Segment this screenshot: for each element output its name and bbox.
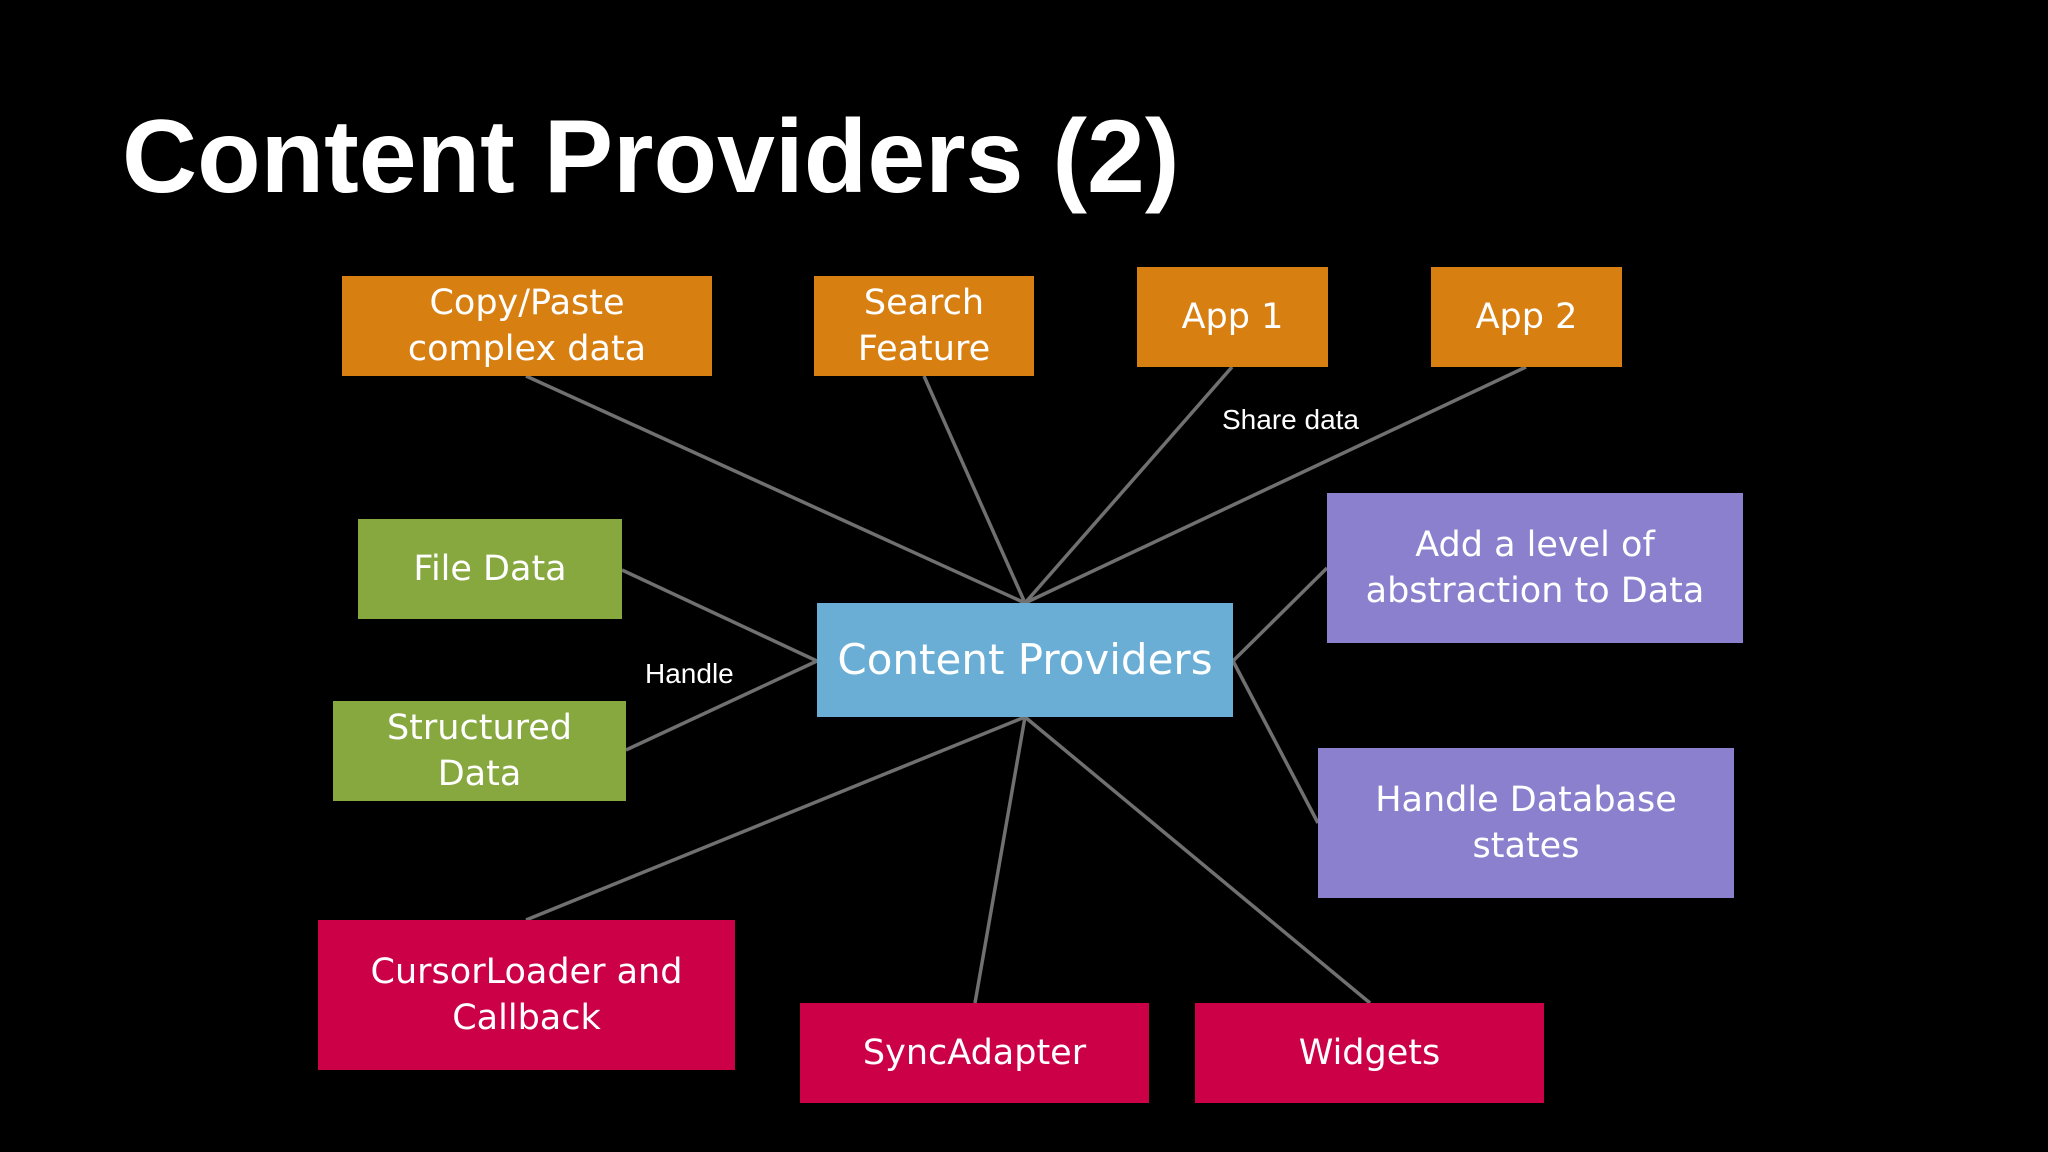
db-states-node: Handle Database states <box>1318 748 1734 898</box>
connector-search <box>922 375 1027 604</box>
connector-cursorloader <box>525 715 1026 922</box>
search-feature-node: Search Feature <box>814 276 1034 376</box>
copy-paste-node: Copy/Paste complex data <box>342 276 712 376</box>
connector-copy-paste <box>525 374 1026 605</box>
search-feature-label: Search Feature <box>857 282 991 369</box>
handle-label: Handle <box>645 658 734 689</box>
app2-label: App 2 <box>1475 296 1578 337</box>
connector-syncadapter <box>973 716 1027 1004</box>
structured-data-label: Structured Data <box>386 707 573 794</box>
connector-db-states <box>1231 660 1320 824</box>
file-data-label: File Data <box>413 548 567 589</box>
widgets-node: Widgets <box>1195 1003 1544 1103</box>
widgets-label: Widgets <box>1298 1032 1441 1073</box>
content-providers-node: Content Providers <box>817 603 1233 717</box>
db-states-label: Handle Database states <box>1375 779 1677 866</box>
cursorloader-label: CursorLoader and Callback <box>370 951 683 1038</box>
file-data-node: File Data <box>358 519 622 619</box>
cursorloader-node: CursorLoader and Callback <box>318 920 735 1070</box>
copy-paste-label: Copy/Paste complex data <box>407 282 647 369</box>
app1-label: App 1 <box>1181 296 1284 337</box>
app1-node: App 1 <box>1137 267 1328 367</box>
connector-app2 <box>1024 365 1527 605</box>
abstraction-label: Add a level of abstraction to Data <box>1365 524 1705 611</box>
content-providers-label: Content Providers <box>837 635 1213 685</box>
connector-widgets <box>1023 715 1372 1005</box>
abstraction-node: Add a level of abstraction to Data <box>1327 493 1743 643</box>
slide-title: Content Providers (2) <box>122 99 1180 215</box>
syncadapter-label: SyncAdapter <box>862 1032 1087 1073</box>
connector-abstraction <box>1231 566 1329 663</box>
connector-app1 <box>1023 365 1234 605</box>
connector-file-data <box>621 568 818 663</box>
syncadapter-node: SyncAdapter <box>800 1003 1149 1103</box>
app2-node: App 2 <box>1431 267 1622 367</box>
connector-structured-data <box>625 659 818 752</box>
structured-data-node: Structured Data <box>333 701 626 801</box>
share-data-label: Share data <box>1222 404 1359 435</box>
